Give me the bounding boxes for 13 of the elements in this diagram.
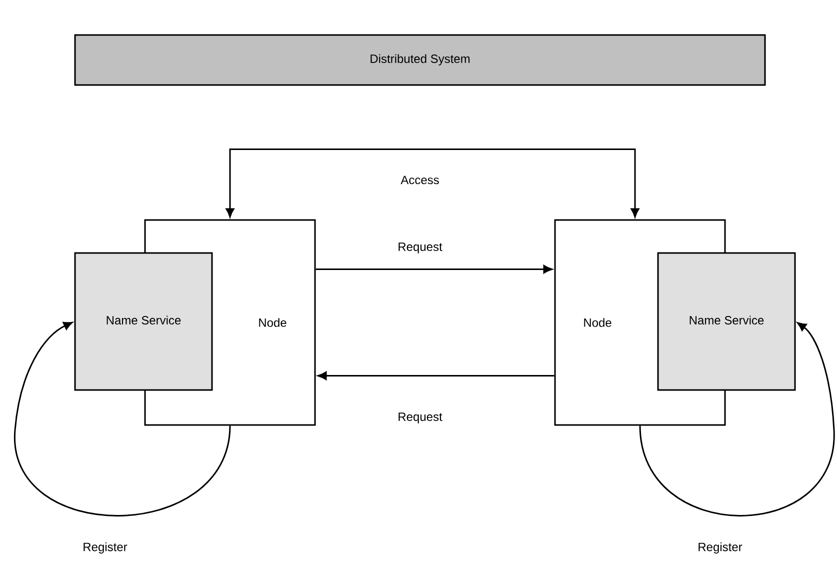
arrow [639,322,835,516]
edge-label: Request [396,242,444,254]
title-band: Distributed System [74,34,766,86]
edge-label: Register [696,541,744,555]
edge-label: Access [400,174,440,186]
edge-label: Request [396,412,444,424]
service-box: Name Service [657,252,796,391]
arrow [14,322,231,516]
service-box: Name Service [74,252,213,391]
arrow [318,371,554,380]
arrow [226,148,640,218]
edge-label: Register [82,541,128,555]
arrow [316,264,552,274]
